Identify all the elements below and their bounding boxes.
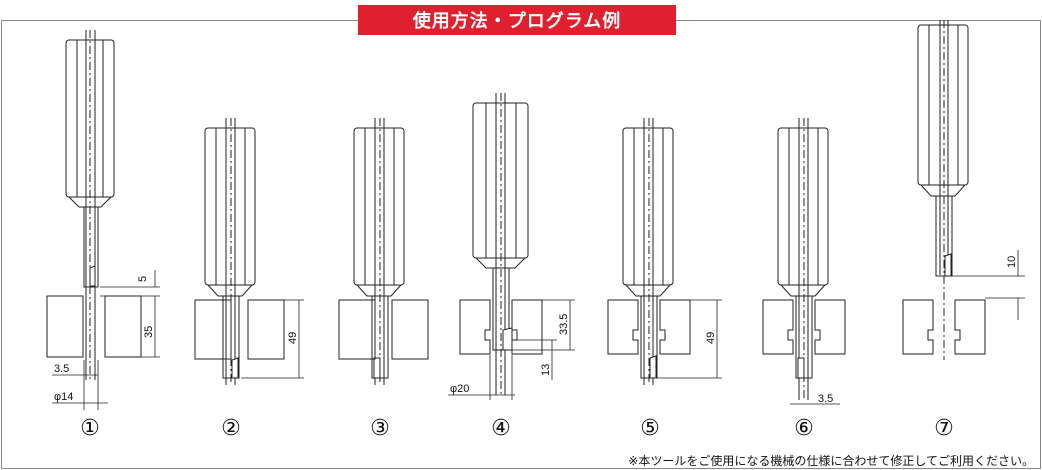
step-label-3: ③ xyxy=(370,416,390,441)
page-title: 使用方法・プログラム例 xyxy=(358,5,676,35)
step3-die xyxy=(338,299,429,360)
step7-tool xyxy=(917,20,969,360)
step-label-6: ⑥ xyxy=(794,416,814,441)
step-label-5: ⑤ xyxy=(640,416,660,441)
dim-1-tip: 3.5 xyxy=(54,363,69,375)
dim-1-gap: 5 xyxy=(137,276,149,282)
step2-die xyxy=(194,299,285,360)
dim-2-depth: 49 xyxy=(287,332,299,344)
step2-tool xyxy=(204,118,256,385)
dim-7-gap: 10 xyxy=(1006,256,1018,268)
dim-5-depth: 49 xyxy=(705,332,717,344)
step1-dims xyxy=(52,270,160,410)
dim-4-dia: φ20 xyxy=(450,383,469,395)
step-label-7: ⑦ xyxy=(934,416,954,441)
step5-die xyxy=(607,299,691,355)
step7-die xyxy=(902,299,986,355)
step6-tool xyxy=(777,118,829,400)
footer-note: ※本ツールをご使用になる機械の仕様に合わせて修正してご利用ください。 xyxy=(628,454,1034,468)
dim-4-step: 13 xyxy=(540,364,552,376)
step5-dims xyxy=(657,299,722,379)
step-label-2: ② xyxy=(221,416,241,441)
step4-tool xyxy=(472,93,529,395)
step1-die xyxy=(46,295,142,358)
step-label-1: ① xyxy=(80,416,100,441)
step1-tool xyxy=(65,30,115,380)
dim-1-die: 35 xyxy=(143,326,155,338)
step2-dims xyxy=(241,299,304,379)
step5-tool xyxy=(622,118,674,385)
dim-4-depth: 33.5 xyxy=(558,314,570,335)
step7-dims xyxy=(952,250,1025,320)
dim-1-dia: φ14 xyxy=(54,391,73,403)
step3-tool xyxy=(353,118,405,385)
step-label-4: ④ xyxy=(491,416,511,441)
step6-die xyxy=(762,299,846,355)
dim-6-tip: 3.5 xyxy=(818,393,833,405)
step4-dims xyxy=(448,299,575,400)
